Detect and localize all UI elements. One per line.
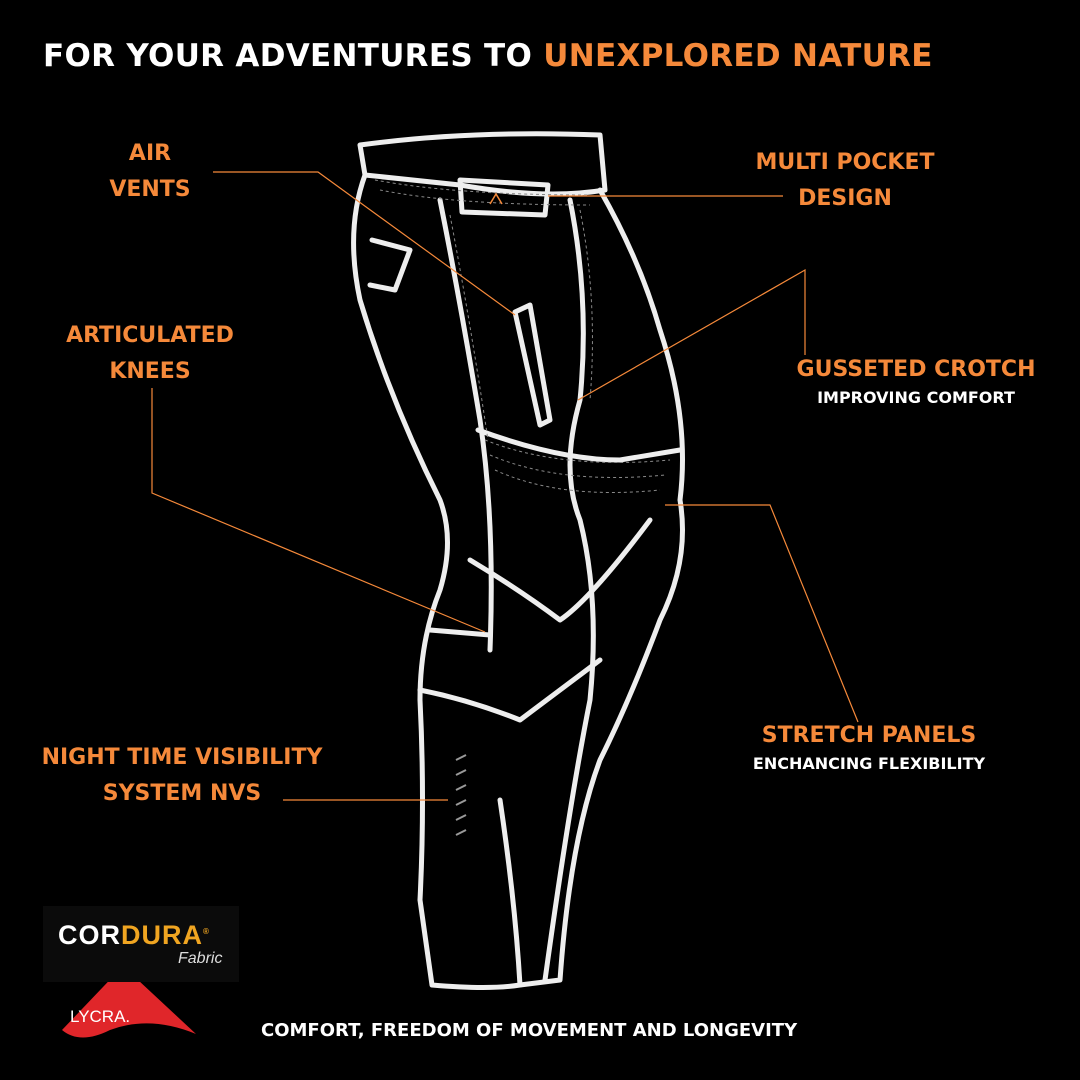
leader-air-vents (213, 171, 516, 316)
leader-lines (151, 171, 859, 801)
leader-stretch-panels (665, 504, 859, 723)
reflective-strip (455, 754, 467, 836)
lycra-logo-text: LYCRA. (70, 1007, 131, 1026)
leader-gusseted-crotch (577, 268, 806, 401)
cordura-logo: CORDURA® Fabric (43, 906, 239, 982)
leader-articulated-knees (151, 388, 486, 633)
brand-mark-icon (489, 192, 503, 205)
headline: FOR YOUR ADVENTURES TO UNEXPLORED NATURE (43, 38, 933, 74)
pants-outline (351, 131, 685, 990)
footer-tagline: COMFORT, FREEDOM OF MOVEMENT AND LONGEVI… (261, 1020, 798, 1041)
lycra-logo (62, 966, 196, 1038)
stitching (374, 179, 671, 493)
